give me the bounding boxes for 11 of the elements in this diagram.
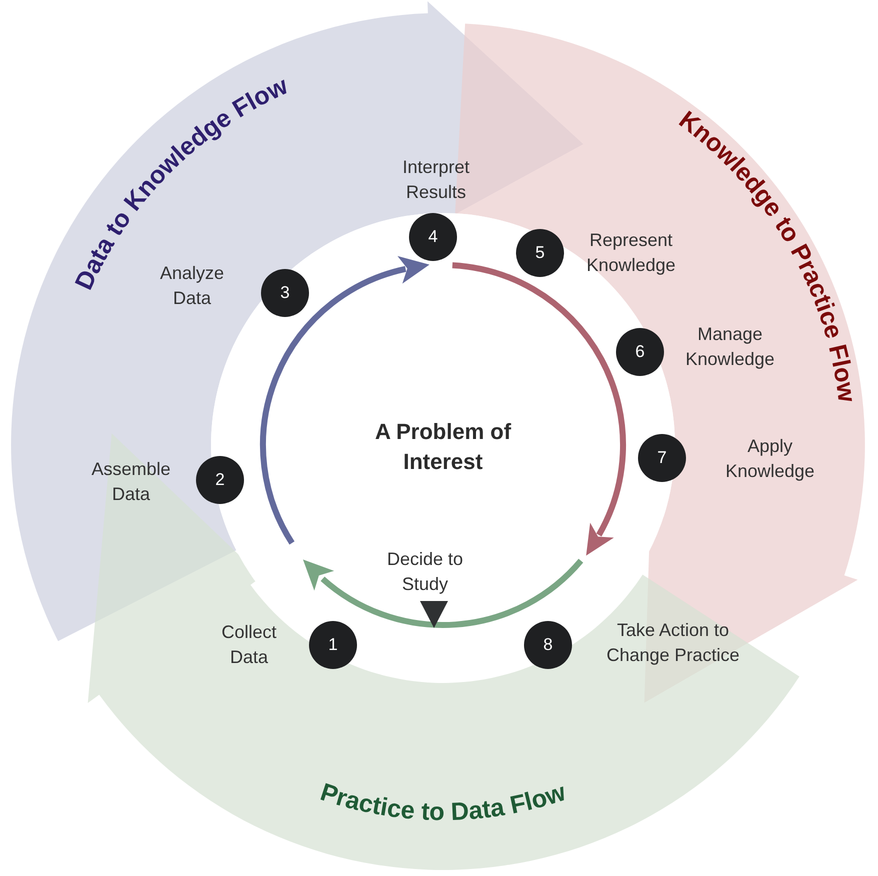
step-label: Take Action to Change Practice (605, 619, 741, 667)
step-label: Analyze Data (158, 262, 226, 310)
center-title: A Problem of Interest (343, 417, 543, 477)
step-label: Interpret Results (401, 156, 471, 204)
step-label: Assemble Data (90, 458, 172, 506)
flow-label: Practice to Data Flow (317, 778, 569, 826)
trigger-label: Decide to Study (386, 548, 464, 596)
step-label: Represent Knowledge (585, 229, 677, 277)
step-label: Apply Knowledge (724, 435, 816, 483)
step-label: Collect Data (220, 621, 278, 669)
step-label: Manage Knowledge (684, 323, 776, 371)
